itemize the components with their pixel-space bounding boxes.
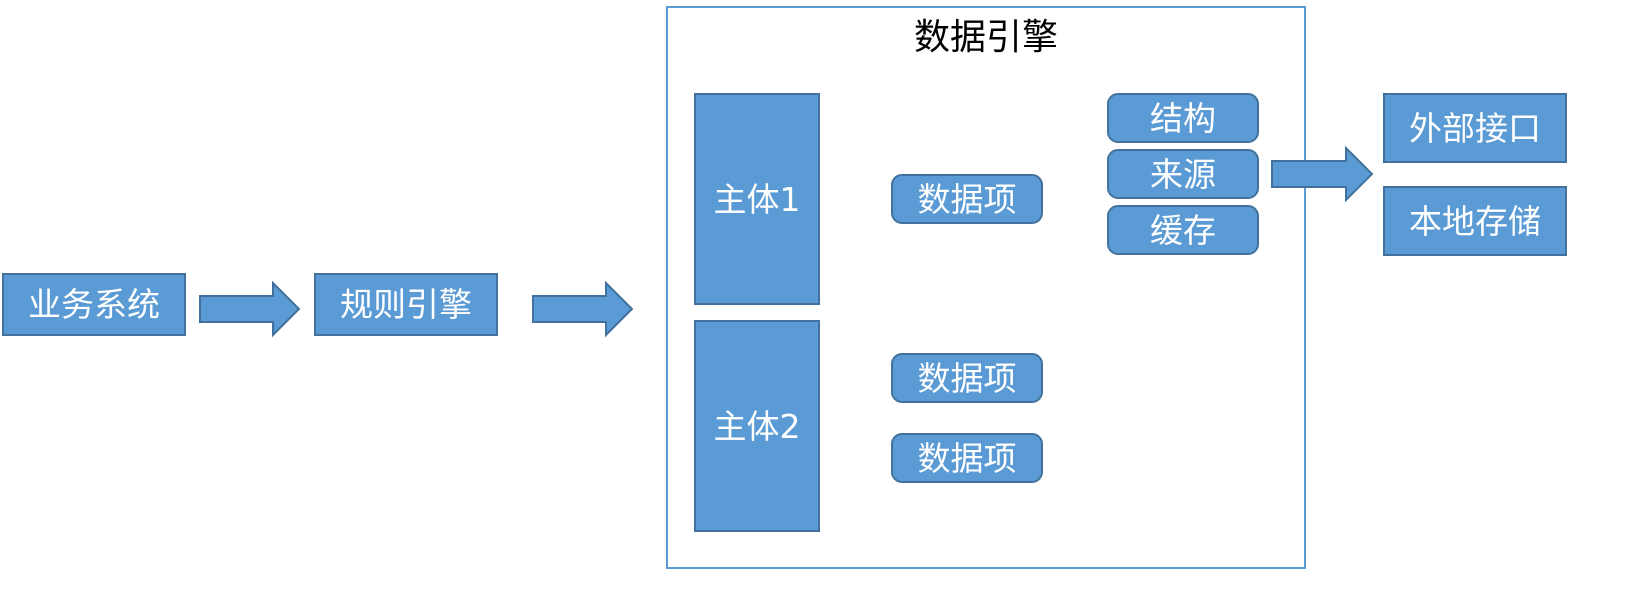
attribute-box-structure: 结构 <box>1107 93 1259 143</box>
arrow-right-icon <box>199 280 301 338</box>
entity-box: 主体2 <box>694 320 820 532</box>
entity-label: 主体2 <box>713 406 801 446</box>
data-engine-title: 数据引擎 <box>913 17 1058 58</box>
attribute-label: 结构 <box>1150 98 1216 138</box>
attribute-label: 缓存 <box>1150 210 1216 250</box>
arrow-right-icon <box>1271 145 1374 203</box>
data-item-label: 数据项 <box>917 358 1017 398</box>
business-system-box: 业务系统 <box>2 273 186 336</box>
data-item-label: 数据项 <box>917 438 1017 478</box>
entity-box: 主体1 <box>694 93 820 305</box>
data-item-box: 数据项 <box>891 174 1043 224</box>
attribute-box-source: 来源 <box>1107 149 1259 199</box>
entity-label: 主体1 <box>713 179 801 219</box>
local-storage-box: 本地存储 <box>1383 186 1567 256</box>
attribute-box-cache: 缓存 <box>1107 205 1259 255</box>
rules-engine-label: 规则引擎 <box>340 285 472 324</box>
output-label: 本地存储 <box>1409 201 1541 241</box>
arrow-right-icon <box>532 280 634 338</box>
external-interface-box: 外部接口 <box>1383 93 1567 163</box>
business-system-label: 业务系统 <box>28 285 160 324</box>
output-label: 外部接口 <box>1409 108 1541 148</box>
data-item-box: 数据项 <box>891 433 1043 483</box>
attribute-label: 来源 <box>1150 154 1216 194</box>
data-item-box: 数据项 <box>891 353 1043 403</box>
data-item-label: 数据项 <box>917 179 1017 219</box>
rules-engine-box: 规则引擎 <box>314 273 498 336</box>
